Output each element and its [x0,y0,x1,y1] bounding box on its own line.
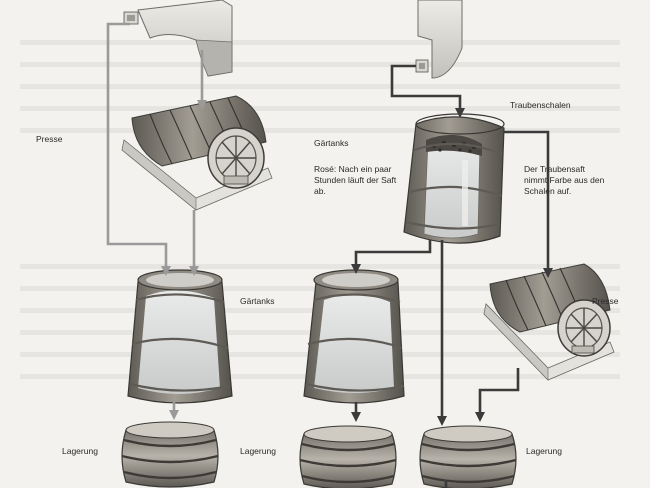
crusher-chute-left [123,0,233,77]
label-presse-right: Presse [592,296,619,306]
flow-arrowheads-dark [351,108,553,426]
press-right [483,263,615,381]
flow-lines-dark [354,64,550,488]
barrel-3 [419,425,517,488]
fermentation-tank-middle [303,269,405,404]
label-traubenschalen: Traubenschalen [510,100,571,110]
press-left [121,95,273,211]
fermentation-tank-top [403,113,505,244]
flow-arrowheads-light [161,100,207,420]
label-traubensaft-note: Der Traubensaft nimmt Farbe aus den Scha… [524,164,605,196]
label-gaertanks-left: Gärtanks [240,296,275,306]
barrel-2 [299,425,397,488]
crusher-chute-right [415,0,463,79]
label-rose-note: Rosé: Nach ein paar Stunden läuft der Sa… [314,164,397,196]
label-gaertanks-top: Gärtanks [314,138,349,148]
fermentation-tank-left [127,269,233,404]
label-lagerung-2: Lagerung [240,446,276,456]
barrel-1 [121,421,219,488]
label-lagerung-1: Lagerung [62,446,98,456]
label-lagerung-3: Lagerung [526,446,562,456]
label-presse-left: Presse [36,134,63,144]
